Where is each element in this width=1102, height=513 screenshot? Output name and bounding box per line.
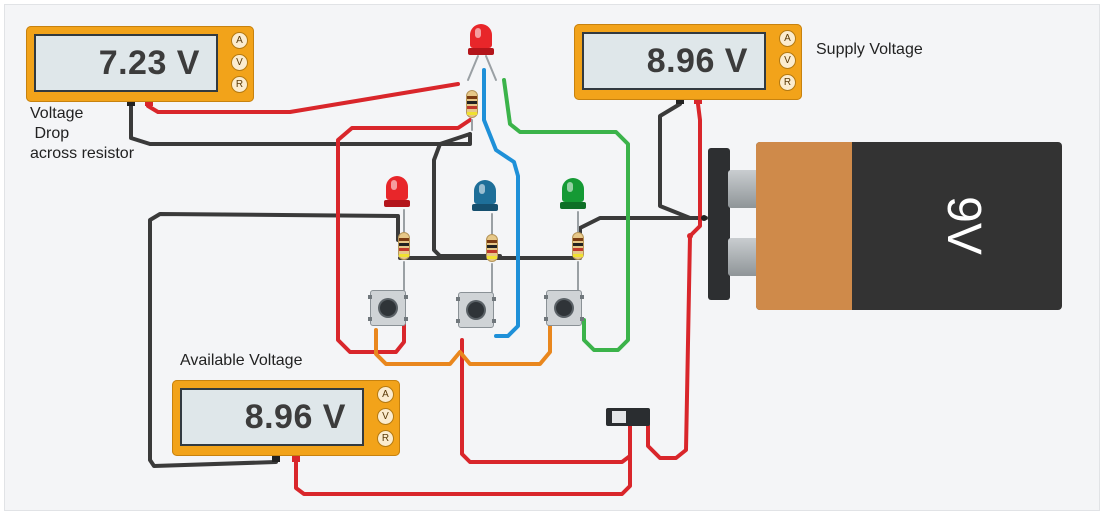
wire-black-inner — [432, 132, 502, 258]
led-dome — [474, 180, 496, 204]
wire-orange — [374, 322, 552, 366]
mode-volts-button[interactable]: V — [779, 52, 796, 69]
multimeter-supply[interactable]: 8.96 V A V R — [574, 24, 802, 100]
meter-display: 8.96 V — [582, 32, 766, 90]
meter-reading: 8.96 V — [646, 41, 748, 80]
switch-knob[interactable] — [612, 411, 626, 423]
wire-black-meter1 — [129, 103, 472, 146]
battery-body: 9V — [756, 142, 1062, 310]
label-supply-voltage: Supply Voltage — [816, 41, 923, 58]
button-cap — [380, 300, 396, 316]
label-available-voltage: Available Voltage — [180, 352, 303, 369]
meter-display: 7.23 V — [34, 34, 218, 92]
resistor-blue-led[interactable] — [486, 234, 498, 262]
led-dome — [470, 24, 492, 48]
push-button-left[interactable] — [368, 290, 408, 326]
multimeter-resistor-drop[interactable]: 7.23 V A V R — [26, 26, 254, 102]
mode-amps-button[interactable]: A — [377, 386, 394, 403]
mode-ohms-button[interactable]: R — [377, 430, 394, 447]
resistor-red-led[interactable] — [398, 232, 410, 260]
wire-red-supply — [646, 102, 702, 460]
meter-reading: 7.23 V — [98, 43, 200, 82]
push-button-middle[interactable] — [456, 292, 496, 328]
led-red[interactable] — [384, 176, 410, 207]
led-dome — [562, 178, 584, 202]
meter-display: 8.96 V — [180, 388, 364, 446]
wire-red-meter1 — [146, 82, 460, 114]
button-cap — [556, 300, 572, 316]
label-voltage-drop: Voltage Drop across resistor — [30, 105, 135, 162]
button-cap — [468, 302, 484, 318]
wire-black-meter3 — [148, 212, 400, 468]
battery-9v[interactable]: 9V — [708, 142, 1062, 310]
mode-ohms-button[interactable]: R — [779, 74, 796, 91]
wire-blue — [482, 68, 520, 338]
led-dome — [386, 176, 408, 200]
mode-ohms-button[interactable]: R — [231, 76, 248, 93]
mode-volts-button[interactable]: V — [377, 408, 394, 425]
led-blue[interactable] — [472, 180, 498, 211]
led-rim — [560, 202, 586, 209]
wire-red-meter3 — [294, 428, 632, 496]
multimeter-available[interactable]: 8.96 V A V R — [172, 380, 400, 456]
led-rim — [384, 200, 410, 207]
wire-black-ground-bus — [398, 216, 702, 260]
push-button-right[interactable] — [544, 290, 584, 326]
wire-green — [502, 78, 630, 352]
led-red-top[interactable] — [468, 24, 494, 55]
battery-connector-cap — [708, 148, 730, 300]
mode-amps-button[interactable]: A — [231, 32, 248, 49]
mode-amps-button[interactable]: A — [779, 30, 796, 47]
wire-black-supply — [658, 102, 708, 220]
slide-switch[interactable] — [606, 408, 650, 426]
battery-label: 9V — [936, 196, 990, 255]
meter-reading: 8.96 V — [244, 397, 346, 436]
led-green[interactable] — [560, 178, 586, 209]
resistor-green-led[interactable] — [572, 232, 584, 260]
battery-copper-band — [756, 142, 852, 310]
led-rim — [468, 48, 494, 55]
wire-red-led — [336, 118, 472, 354]
mode-volts-button[interactable]: V — [231, 54, 248, 71]
resistor-top[interactable] — [466, 90, 478, 118]
led-rim — [472, 204, 498, 211]
